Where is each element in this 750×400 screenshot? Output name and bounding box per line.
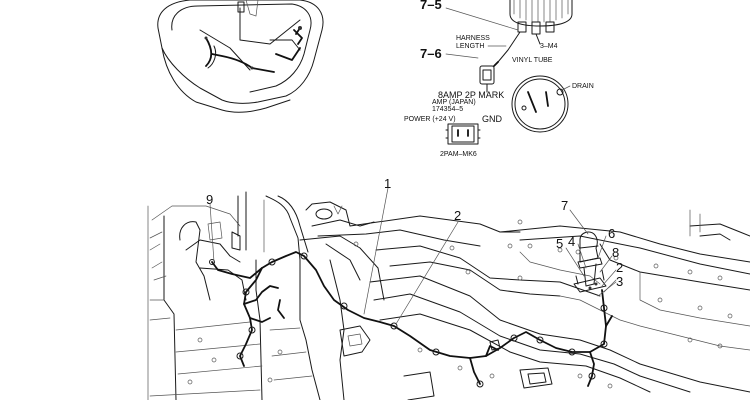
label-amp-japan: AMP (JAPAN) <box>432 99 476 106</box>
seat-assembly <box>157 0 324 113</box>
label-harness: HARNESS LENGTH <box>456 35 492 50</box>
callout-3: 3 <box>616 274 623 289</box>
callout-8: 8 <box>612 245 619 260</box>
callout-2-center: 2 <box>454 208 461 223</box>
label-vinyl-tube: VINYL TUBE <box>512 57 553 64</box>
callout-9: 9 <box>206 192 213 207</box>
label-gnd: GND <box>482 114 503 124</box>
callout-4: 4 <box>568 234 575 249</box>
callout-2-right: 2 <box>616 260 623 275</box>
label-drain: DRAIN <box>572 83 594 90</box>
chassis-frame <box>147 191 750 400</box>
beacon-lamp <box>573 231 607 293</box>
leader-lines <box>209 187 617 325</box>
callout-7: 7 <box>561 198 568 213</box>
label-part-no: 174354–5 <box>432 106 463 113</box>
callout-numbers: 1 2 9 7 4 5 6 8 2 3 <box>206 176 623 289</box>
lamp-detail: 7–5 HARNESS LENGTH 3–M4 7–6 VINYL TUBE D… <box>404 0 594 158</box>
label-power: POWER (+24 V) <box>404 116 456 123</box>
label-connector-code: 2PAM–MK6 <box>440 151 477 158</box>
label-amp-mark: 8AMP 2P MARK <box>438 90 504 100</box>
wiring-harness <box>209 251 613 388</box>
label-7-6: 7–6 <box>420 46 442 61</box>
label-7-5: 7–5 <box>420 0 442 12</box>
label-3-m4: 3–M4 <box>540 43 558 50</box>
callout-1: 1 <box>384 176 391 191</box>
callout-5: 5 <box>556 236 563 251</box>
callout-6: 6 <box>608 226 615 241</box>
